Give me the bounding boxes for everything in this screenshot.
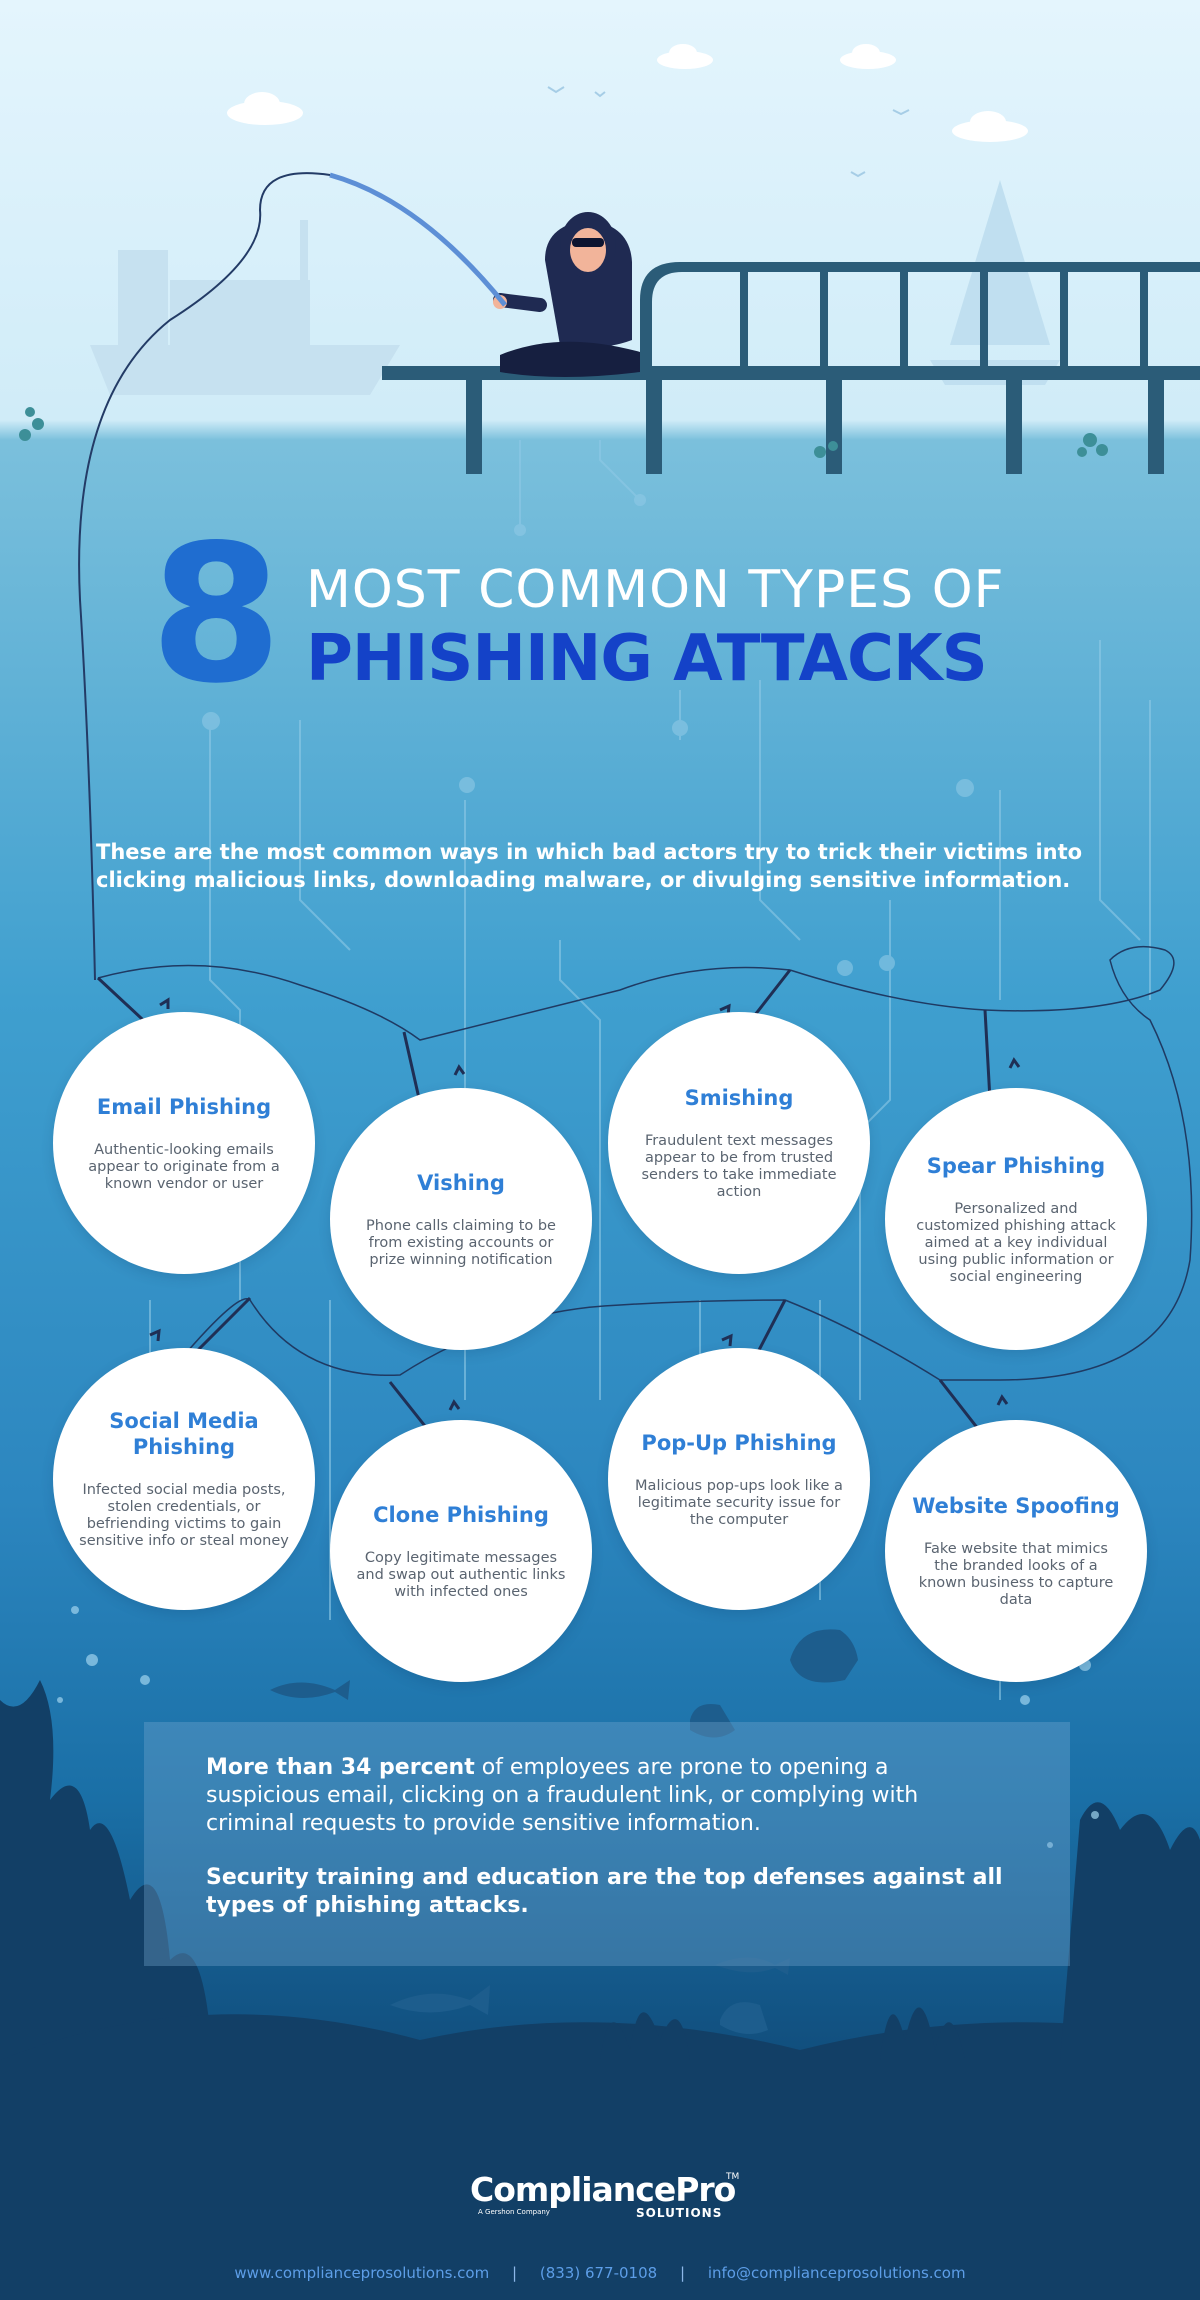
card-description: Authentic-looking emails appear to origi… <box>88 1141 280 1192</box>
title-line-1: MOST COMMON TYPES OF <box>306 560 1005 620</box>
birds <box>547 86 910 178</box>
card-email-phishing: Email Phishing Authentic-looking emails … <box>53 1012 315 1274</box>
card-description: Fake website that mimics the branded loo… <box>918 1541 1114 1608</box>
card-description: Personalized and customized phishing att… <box>916 1200 1116 1285</box>
title-line-2: PHISHING ATTACKS <box>306 622 988 696</box>
title-number: 8 <box>150 504 282 725</box>
card-description: Fraudulent text messages appear to be fr… <box>641 1133 837 1200</box>
logo-trademark: TM <box>726 2172 740 2182</box>
card-spear-phishing: Spear Phishing Personalized and customiz… <box>885 1088 1147 1350</box>
conclusion-text: Security training and education are the … <box>206 1865 1003 1918</box>
card-popup-phishing: Pop-Up Phishing Malicious pop-ups look l… <box>608 1348 870 1610</box>
sailboat-silhouette <box>930 180 1060 385</box>
card-website-spoofing: Website Spoofing Fake website that mimic… <box>885 1420 1147 1682</box>
card-smishing: Smishing Fraudulent text messages appear… <box>608 1012 870 1274</box>
card-clone-phishing: Clone Phishing Copy legitimate messages … <box>330 1420 592 1682</box>
fish-silhouettes <box>270 1629 858 2034</box>
card-title: Vishing <box>417 1170 505 1195</box>
footer-separator: | <box>512 2264 518 2282</box>
statistic-text: of employees are prone to opening a susp… <box>206 1755 919 1836</box>
hacker-fisherman <box>493 212 640 377</box>
statistic-paragraph: More than 34 percent of employees are pr… <box>206 1754 1008 1838</box>
card-title: Social Media Phishing <box>109 1409 259 1459</box>
logo-tagline: A Gershon Company <box>478 2208 550 2216</box>
fishing-line <box>78 172 331 981</box>
card-title: Email Phishing <box>96 1094 272 1119</box>
statistics-box: More than 34 percent of employees are pr… <box>144 1722 1070 1966</box>
card-title: Website Spoofing <box>912 1494 1120 1518</box>
card-title: Pop-Up Phishing <box>641 1430 837 1455</box>
card-description: Copy legitimate messages and swap out au… <box>356 1549 566 1600</box>
card-social-media-phishing: Social Media Phishing Infected social me… <box>53 1348 315 1610</box>
footer-contact: www.complianceprosolutions.com | (833) 6… <box>0 2264 1200 2282</box>
card-title: Smishing <box>684 1086 794 1110</box>
horizon-seaweed <box>19 407 1108 458</box>
footer-website-link[interactable]: www.complianceprosolutions.com <box>234 2264 490 2282</box>
company-logo: CompliancePro TM A Gershon Company SOLUT… <box>470 2170 740 2226</box>
intro-text: These are the most common ways in which … <box>96 840 1083 892</box>
footer-phone-link[interactable]: (833) 677-0108 <box>539 2264 658 2282</box>
card-description: Infected social media posts, stolen cred… <box>79 1482 289 1549</box>
card-vishing: Vishing Phone calls claiming to be from … <box>330 1088 592 1350</box>
footer-email-link[interactable]: info@complianceprosolutions.com <box>707 2264 966 2282</box>
clouds <box>227 44 1028 142</box>
card-description: Phone calls claiming to be from existing… <box>366 1217 556 1268</box>
logo-name: CompliancePro <box>470 2170 736 2209</box>
statistic-highlight: More than 34 percent <box>206 1755 475 1780</box>
coral-reef <box>0 1680 1200 2300</box>
fishing-rod <box>329 172 507 307</box>
hook-lines <box>97 945 1193 1381</box>
ship-silhouette <box>90 220 400 395</box>
logo-sub: SOLUTIONS <box>636 2206 723 2220</box>
card-title: Spear Phishing <box>926 1153 1106 1178</box>
footer-separator: | <box>679 2264 686 2282</box>
card-description: Malicious pop-ups look like a legitimate… <box>635 1477 843 1528</box>
card-title: Clone Phishing <box>373 1502 549 1527</box>
